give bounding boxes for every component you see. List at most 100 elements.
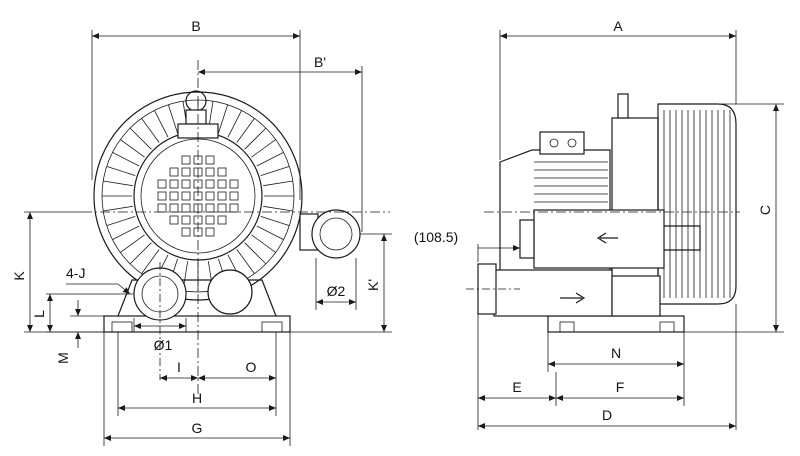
side-base-plate (547, 315, 685, 333)
dim-label-k-prime: K' (365, 279, 381, 291)
vent-square (181, 191, 191, 201)
fin-line (120, 139, 145, 158)
upper-outlet-pipe (664, 225, 701, 251)
fin-line (103, 180, 133, 187)
fin-line (256, 225, 284, 240)
fin-line (154, 110, 169, 138)
lower-silencer (493, 269, 613, 317)
vent-square (217, 179, 227, 189)
fin-line (106, 165, 136, 176)
fin-line (141, 249, 160, 274)
blower-cover (657, 103, 737, 305)
dim-label-n: N (611, 345, 621, 361)
fin-line (120, 234, 145, 253)
vent-square (181, 227, 191, 237)
dim-label-l: L (31, 310, 47, 318)
vent-square (217, 167, 227, 177)
vent-square (205, 191, 215, 201)
fin-line (244, 127, 267, 150)
fin-line (236, 118, 255, 143)
dim-label-phi1: Ø1 (154, 337, 173, 353)
side-slot-left (559, 321, 575, 333)
dim-label-m: M (55, 352, 71, 364)
fin-line (218, 104, 229, 134)
lower-housing-box (611, 275, 661, 317)
dim-label-h: H (192, 390, 202, 406)
cover-fins (663, 110, 731, 298)
vent-square (205, 215, 215, 225)
dim-label-a: A (613, 18, 623, 34)
fin-line (263, 180, 293, 187)
side-dimensions: A C (108.5) N E F D (414, 18, 784, 430)
fin-line (256, 152, 284, 167)
vent-square (181, 179, 191, 189)
dim-label-o: O (246, 359, 257, 375)
dim-label-g: G (192, 420, 203, 436)
fin-line (129, 242, 152, 265)
fin-line (227, 110, 242, 138)
vent-square (205, 227, 215, 237)
fin-line (112, 225, 140, 240)
front-view (82, 60, 390, 394)
vent-square (217, 215, 227, 225)
fin-line (141, 118, 160, 143)
blower-casing (611, 117, 659, 299)
fin-line (103, 205, 133, 212)
fin-line (263, 205, 293, 212)
fin-line (260, 216, 290, 227)
vent-square (157, 179, 167, 189)
vent-square (157, 191, 167, 201)
terminal-box (539, 131, 585, 155)
dim-label-f: F (616, 379, 625, 395)
outlet-flange-phi2 (311, 209, 361, 259)
vent-square (205, 167, 215, 177)
flow-arrow-right (560, 292, 586, 304)
fin-line (112, 152, 140, 167)
front-dimensions: B B' K K' Ø2 4-J L M (11, 18, 392, 446)
dim-label-k: K (11, 271, 27, 281)
lifting-eye (185, 90, 207, 112)
lower-boss (207, 269, 253, 315)
fin-line (244, 242, 267, 265)
side-slot-right (659, 321, 675, 333)
vent-square (181, 155, 191, 165)
upper-silencer-cap (519, 219, 535, 259)
vent-square (205, 179, 215, 189)
dim-label-b: B (191, 18, 200, 34)
side-eye-bolt (617, 93, 629, 119)
lifting-eye-base (185, 109, 207, 125)
vent-square (217, 191, 227, 201)
vent-square (169, 191, 179, 201)
fin-line (106, 216, 136, 227)
fin-line (251, 139, 276, 158)
dim-label-b-prime: B' (314, 54, 326, 70)
vent-square (205, 155, 215, 165)
fin-line (251, 234, 276, 253)
dim-label-e: E (512, 379, 521, 395)
vent-square (229, 191, 239, 201)
flow-arrow-left (596, 232, 618, 244)
dim-label-offset: (108.5) (414, 229, 458, 245)
front-pedestal (117, 279, 277, 317)
mount-slot-left (111, 321, 133, 333)
vent-square (181, 215, 191, 225)
vent-square (181, 167, 191, 177)
mount-slot-right (261, 321, 283, 333)
fin-line (260, 165, 290, 176)
vent-square (169, 179, 179, 189)
front-base-plate (103, 315, 291, 333)
fin-line (129, 127, 152, 150)
dim-label-i: I (177, 359, 181, 375)
dim-label-holes: 4-J (66, 265, 85, 281)
vent-square (229, 179, 239, 189)
dim-label-phi2: Ø2 (327, 283, 346, 299)
dim-label-c: C (757, 205, 773, 215)
fin-line (236, 249, 255, 274)
vent-square (169, 167, 179, 177)
outlet-bore (319, 217, 353, 251)
fin-line (167, 104, 178, 134)
vent-square (169, 215, 179, 225)
dim-label-d: D (602, 407, 612, 423)
side-view (466, 93, 740, 333)
